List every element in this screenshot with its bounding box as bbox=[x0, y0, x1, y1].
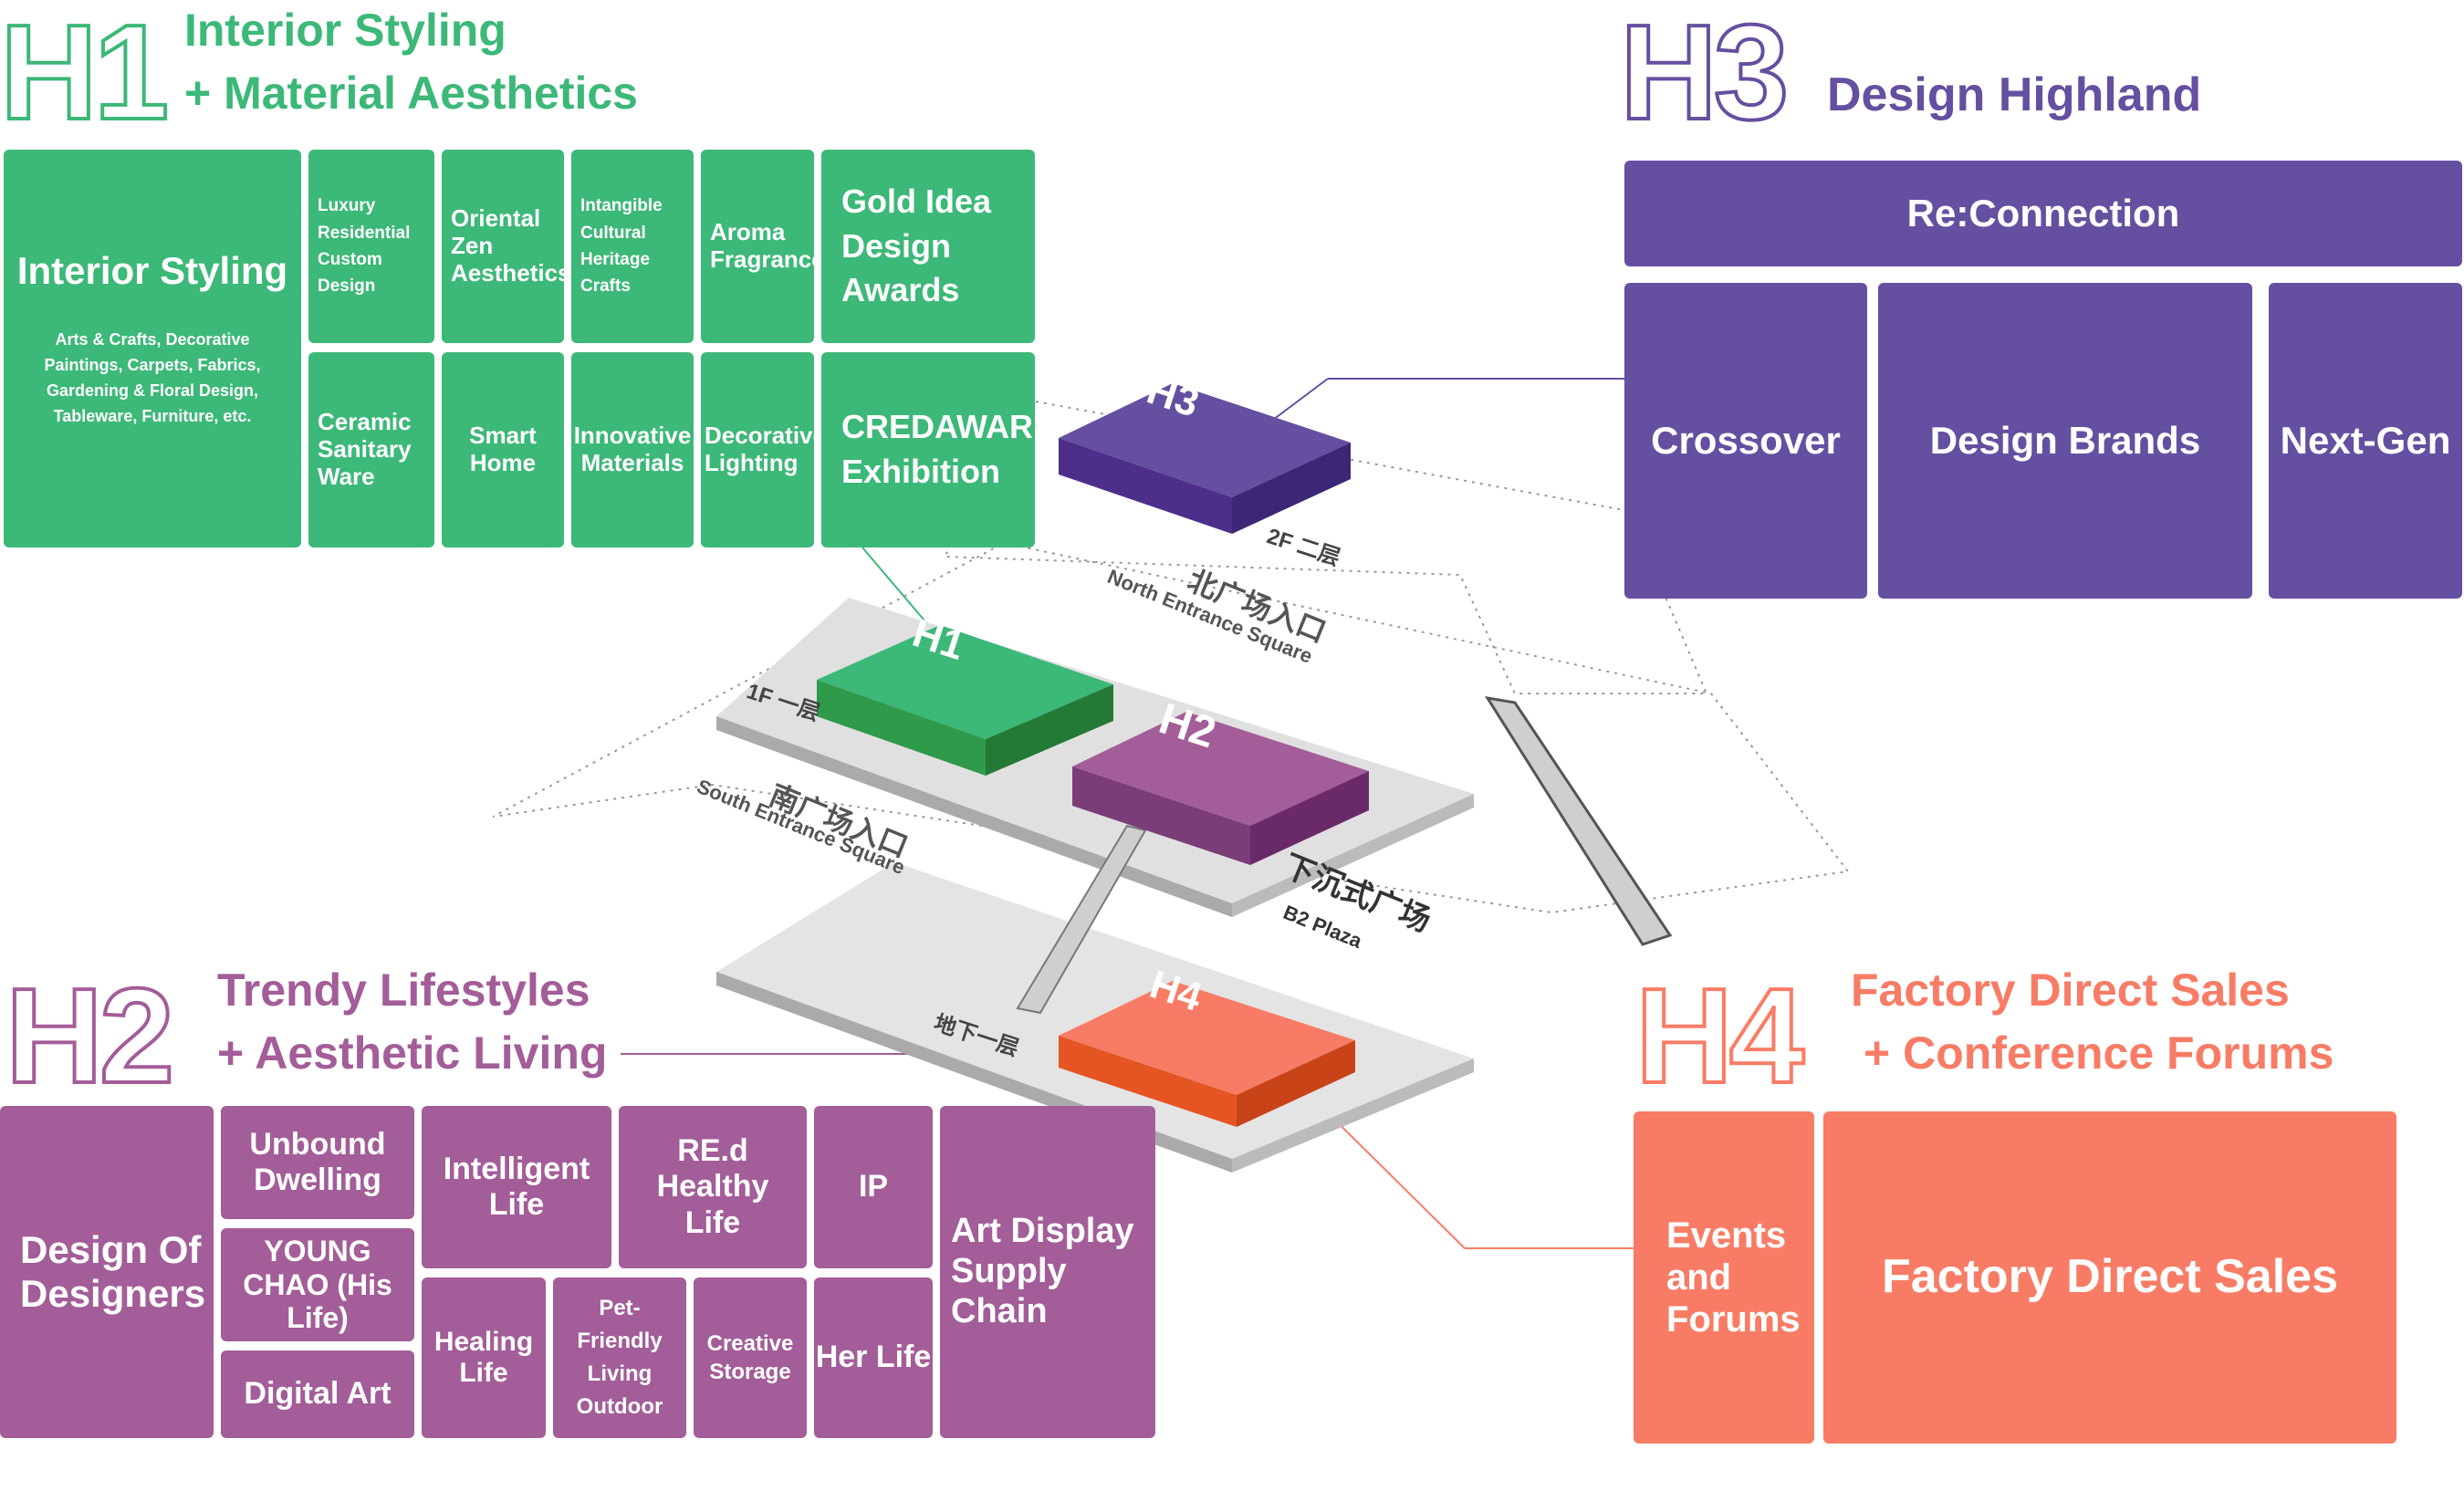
h1-tile-credaward[interactable]: CREDAWARD Exhibition bbox=[821, 352, 1035, 547]
h4-title-line2: + Conference Forums bbox=[1864, 1027, 2334, 1079]
block-h2-right bbox=[1250, 771, 1369, 865]
floor-b2-slab-side bbox=[1232, 1058, 1474, 1173]
h2-tile-healing[interactable]: Healing Life bbox=[422, 1277, 546, 1438]
h2-tile-unbound[interactable]: Unbound Dwelling bbox=[221, 1106, 414, 1219]
h1-tile-aroma[interactable]: Aroma Fragrance bbox=[701, 150, 814, 343]
h3-code: H3 bbox=[1618, 0, 1791, 148]
h1-tile-gold-idea[interactable]: Gold Idea Design Awards bbox=[821, 150, 1035, 343]
connector-h3b bbox=[1272, 378, 1329, 421]
h3-tile-reconnection[interactable]: Re:Connection bbox=[1624, 161, 2462, 266]
escalator-long bbox=[1484, 695, 1673, 946]
block-h4-left bbox=[1059, 1036, 1237, 1127]
h1-code: H1 bbox=[0, 0, 171, 148]
block-h3-top bbox=[1059, 383, 1351, 497]
h1-tile-oriental[interactable]: Oriental Zen Aesthetics bbox=[442, 150, 564, 343]
h3-tile-next-gen[interactable]: Next-Gen bbox=[2269, 283, 2462, 599]
h2-tile-pet-friendly[interactable]: Pet-Friendly Living Outdoor bbox=[553, 1277, 686, 1438]
block-h4-right bbox=[1237, 1040, 1355, 1127]
block-h1-top bbox=[817, 625, 1113, 739]
floor-2f-label: 2F 二层 bbox=[1264, 524, 1343, 570]
h1-title-line2: + Material Aesthetics bbox=[184, 67, 638, 119]
h1-tile-intangible[interactable]: Intangible Cultural Heritage Crafts bbox=[571, 150, 694, 343]
h2-tile-art-display[interactable]: Art Display Supply Chain bbox=[940, 1106, 1155, 1438]
h2-tile-digital-art[interactable]: Digital Art bbox=[221, 1350, 414, 1438]
h1-interior-styling-desc: Arts & Crafts, Decorative Paintings, Car… bbox=[44, 330, 261, 426]
h2-tile-her-life[interactable]: Her Life bbox=[814, 1277, 933, 1438]
h1-tile-smart-home[interactable]: Smart Home bbox=[442, 352, 564, 547]
h2-tile-ip[interactable]: IP bbox=[814, 1106, 933, 1268]
h1-tile-ceramic[interactable]: Ceramic Sanitary Ware bbox=[308, 352, 434, 547]
block-h3-left bbox=[1059, 438, 1232, 534]
block-h2-top bbox=[1072, 712, 1369, 826]
block-h1-left bbox=[817, 680, 986, 776]
h2-title-line1: Trendy Lifestyles bbox=[217, 964, 590, 1016]
h4-title-line1: Factory Direct Sales bbox=[1851, 964, 2290, 1016]
floor-1f-outline bbox=[492, 541, 1850, 914]
h2-tile-creative-storage[interactable]: Creative Storage bbox=[694, 1277, 807, 1438]
block-h3-right bbox=[1232, 443, 1351, 534]
floor-1f-slab-side bbox=[1232, 794, 1474, 917]
block-h2-left bbox=[1072, 766, 1250, 865]
h4-tile-events[interactable]: Events and Forums bbox=[1634, 1111, 1814, 1444]
h1-interior-styling-title: Interior Styling bbox=[16, 249, 288, 293]
h2-tile-intelligent[interactable]: Intelligent Life bbox=[422, 1106, 611, 1268]
h3-title: Design Highland bbox=[1827, 68, 2202, 121]
h1-title-line1: Interior Styling bbox=[184, 5, 506, 56]
h3-tile-design-brands[interactable]: Design Brands bbox=[1878, 283, 2252, 599]
block-h4-top bbox=[1059, 981, 1355, 1095]
h1-tile-luxury[interactable]: Luxury Residential Custom Design bbox=[308, 150, 434, 343]
h2-heading: Trendy Lifestyles + Aesthetic Living bbox=[217, 962, 607, 1081]
h3-tile-crossover[interactable]: Crossover bbox=[1624, 283, 1867, 599]
h2-tile-design-of-designers[interactable]: Design Of Designers bbox=[0, 1106, 214, 1438]
h2-tile-red[interactable]: RE.d Healthy Life bbox=[619, 1106, 807, 1268]
h1-tile-innovative[interactable]: Innovative Materials bbox=[571, 352, 694, 547]
h4-code: H4 bbox=[1634, 961, 1806, 1111]
h4-tile-factory[interactable]: Factory Direct Sales bbox=[1823, 1111, 2396, 1444]
h1-tile-lighting[interactable]: Decorative Lighting bbox=[701, 352, 814, 547]
block-h1-right bbox=[986, 684, 1113, 776]
h2-tile-young-chao[interactable]: YOUNG CHAO (His Life) bbox=[221, 1228, 414, 1341]
h2-title-line2: + Aesthetic Living bbox=[217, 1027, 608, 1079]
h1-heading: Interior Styling + Material Aesthetics bbox=[184, 2, 638, 121]
h2-code: H2 bbox=[4, 961, 176, 1111]
h4-heading: Factory Direct Sales + Conference Forums bbox=[1851, 962, 2333, 1081]
h1-tile-interior-styling[interactable]: Interior Styling Arts & Crafts, Decorati… bbox=[4, 150, 301, 547]
escalator-short bbox=[1016, 824, 1147, 1015]
